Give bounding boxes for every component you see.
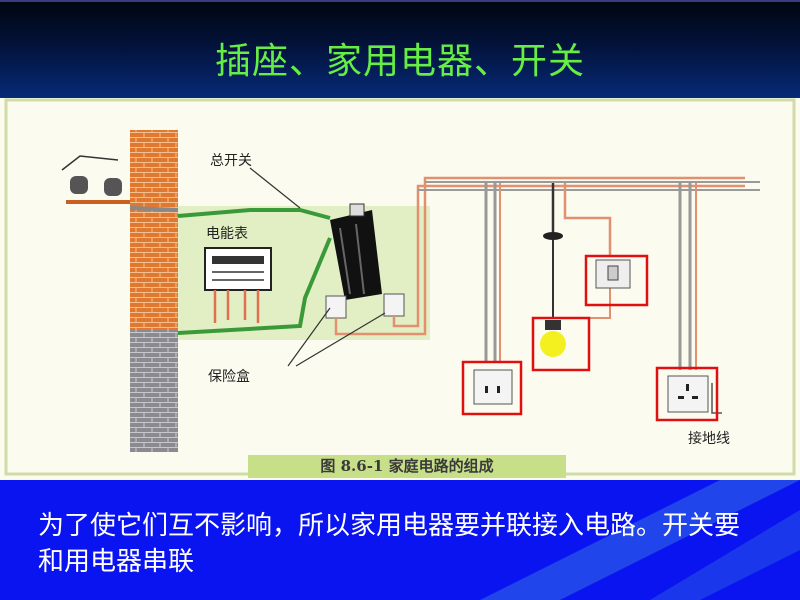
household-circuit-figure: 总开关 电能表 保险盒 接地线 图 8.6-1 家庭电路的组成	[0, 98, 800, 480]
two-pin-socket-icon	[473, 369, 513, 405]
text-panel: 为了使它们互不影响，所以家用电器要并联接入电路。开关要和用电器串联	[0, 480, 800, 600]
label-ground-wire: 接地线	[688, 431, 730, 447]
label-fuse-box: 保险盒	[208, 369, 250, 385]
electric-meter-icon	[204, 247, 272, 323]
label-meter: 电能表	[206, 226, 248, 242]
brick-wall	[130, 130, 178, 330]
label-main-switch: 总开关	[210, 153, 252, 169]
three-pin-socket-icon	[667, 375, 709, 413]
slide-title: 插座、家用电器、开关	[214, 41, 585, 82]
fuse-box-icon	[383, 293, 405, 317]
ground-wire	[711, 383, 722, 414]
body-text: 为了使它们互不影响，所以家用电器要并联接入电路。开关要和用电器串联	[38, 511, 741, 577]
main-switch-icon	[330, 203, 382, 300]
slide-header: 插座、家用电器、开关	[0, 0, 800, 98]
figure-caption: 图 8.6-1 家庭电路的组成	[248, 455, 566, 478]
circuit-diagram	[4, 98, 796, 476]
brick-wall-lower	[130, 330, 178, 452]
decorative-stripes	[480, 480, 800, 600]
fuse-box-icon	[325, 295, 347, 319]
insulator-icon	[61, 155, 179, 212]
light-bulb-icon	[540, 320, 566, 357]
highlight-boxes	[461, 254, 719, 422]
